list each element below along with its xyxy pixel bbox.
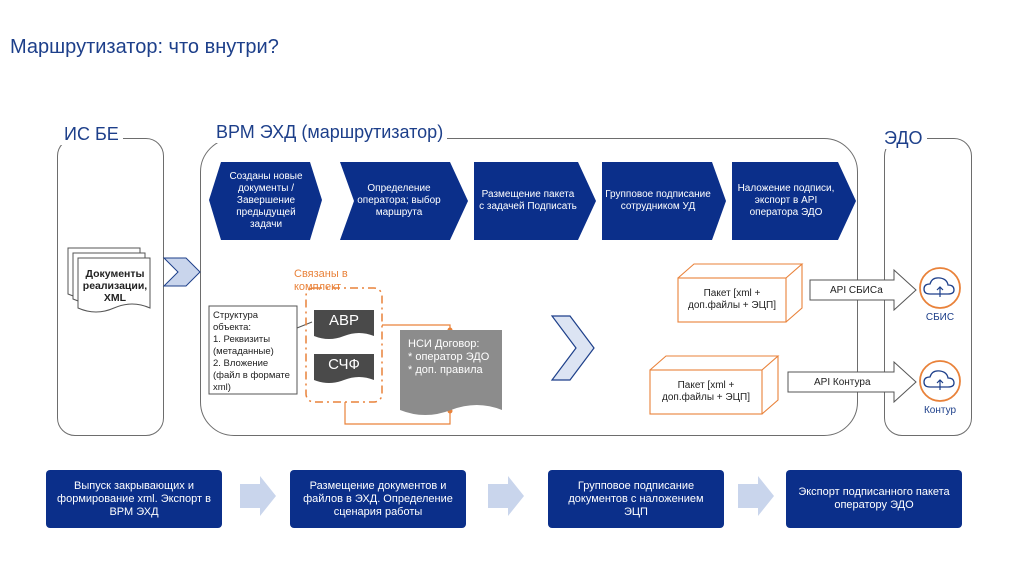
step-shape-4 — [602, 162, 726, 240]
nsi-doc-shape — [400, 330, 502, 415]
cloud-upload-icon-kontur — [919, 360, 961, 402]
step-1: Созданы новые документы / Завершение пре… — [229, 171, 303, 230]
structure-note: Структура объекта: 1. Реквизиты (метадан… — [213, 310, 290, 393]
operator-kontur-label: Контур — [923, 405, 957, 416]
left-doc-label: Документы реализации, XML — [82, 268, 148, 304]
bottom-step-2: Размещение документов и файлов в ЭХД. Оп… — [290, 470, 466, 528]
package-label-1: Пакет [xml + доп.файлы + ЭЦП] — [688, 288, 776, 311]
nsi-text: НСИ Договор: * оператор ЭДО * доп. прави… — [408, 338, 490, 376]
step-shape-2 — [340, 162, 468, 240]
center-panel-title: ВРМ ЭХД (маршрутизатор) — [212, 122, 448, 143]
api-kontur-label: API Контура — [814, 377, 871, 388]
step-shape-3 — [474, 162, 596, 240]
step-3: Размещение пакета с задачей Подписать — [479, 189, 577, 212]
bottom-arrow-2 — [488, 476, 524, 516]
api-sbis-label: API СБИСа — [830, 285, 883, 296]
step-5: Наложение подписи, экспорт в API операто… — [737, 183, 835, 218]
package-box-2 — [649, 355, 780, 415]
structure-note-box — [208, 305, 298, 395]
bottom-step-4: Экспорт подписанного пакета оператору ЭД… — [786, 470, 962, 528]
left-panel-title: ИС БЕ — [60, 124, 123, 145]
document-stack-icon — [67, 247, 151, 313]
bottom-step-3: Групповое подписание документов с наложе… — [548, 470, 724, 528]
bottom-arrow-3 — [738, 476, 774, 516]
bottom-arrow-1 — [240, 476, 276, 516]
api-sbis-arrow — [809, 268, 917, 312]
api-kontur-arrow — [787, 360, 917, 404]
doc-avr-label: АВР — [328, 312, 359, 329]
doc-avr-shape — [314, 310, 374, 339]
package-label-2: Пакет [xml + доп.файлы + ЭЦП] — [662, 380, 750, 403]
bundle-label: Связаны в комплект — [294, 268, 348, 293]
bottom-step-1: Выпуск закрывающих и формирование xml. Э… — [46, 470, 222, 528]
step-shape-5 — [732, 162, 856, 240]
chevron-left-arrow — [162, 257, 201, 287]
package-box-1 — [677, 263, 804, 323]
chevron-center-arrow — [550, 315, 595, 381]
step-4: Групповое подписание сотрудником УД — [605, 189, 711, 212]
step-shape-1 — [209, 162, 322, 240]
page-title: Маршрутизатор: что внутри? — [10, 36, 279, 58]
operator-sbis-label: СБИС — [925, 312, 955, 323]
bundle-box — [305, 287, 383, 403]
cloud-upload-icon-sbis — [919, 267, 961, 309]
step-2: Определение оператора; выбор маршрута — [357, 183, 441, 218]
doc-sf-shape — [314, 354, 374, 383]
doc-sf-label: СЧФ — [328, 356, 360, 373]
right-panel-title: ЭДО — [880, 128, 927, 149]
